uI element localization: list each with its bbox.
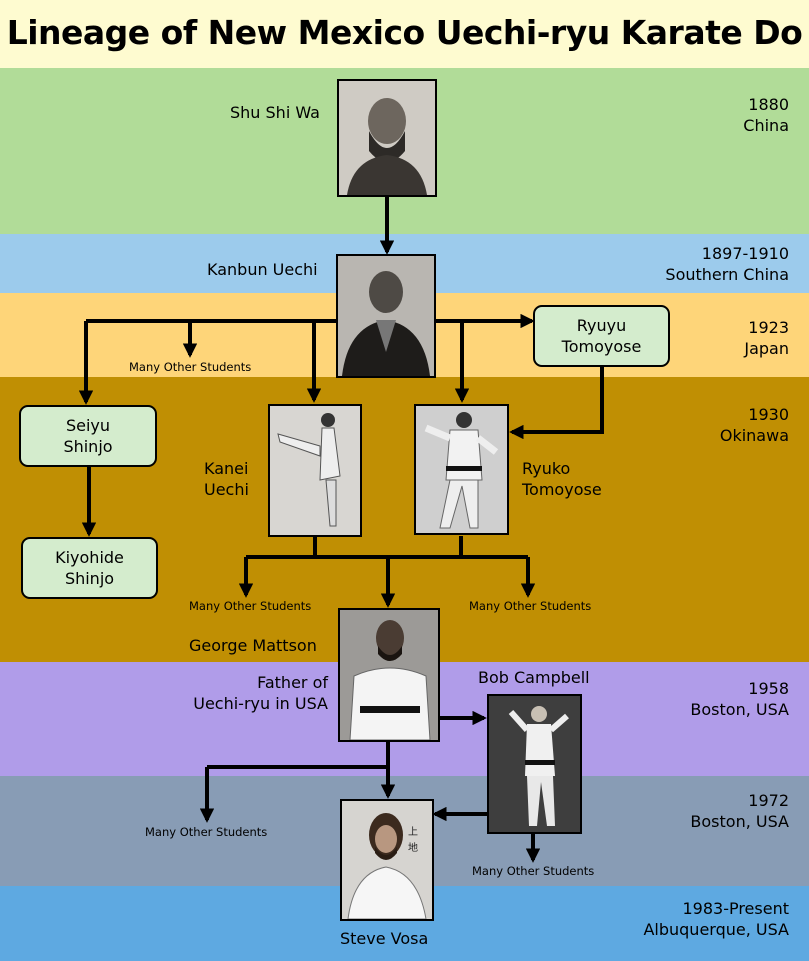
era-southern-china: 1897-1910 Southern China bbox=[665, 244, 789, 284]
portrait-kanei-uechi-photo bbox=[268, 404, 362, 537]
label-kanbun-uechi: Kanbun Uechi bbox=[207, 260, 318, 279]
portrait-bob-campbell-photo bbox=[487, 694, 582, 834]
box-ryuyu-tomoyose: Ryuyu Tomoyose bbox=[533, 305, 670, 367]
era-boston-1958: 1958 Boston, USA bbox=[690, 679, 789, 719]
label-george-mattson-caption: Father of Uechi-ryu in USA bbox=[193, 673, 328, 713]
label-kanei-uechi: Kanei Uechi bbox=[204, 459, 249, 499]
era-boston-1972: 1972 Boston, USA bbox=[690, 791, 789, 831]
label-many-other-students-2: Many Other Students bbox=[189, 599, 312, 613]
portrait-shu-shi-wa-photo bbox=[337, 79, 437, 197]
title-band bbox=[0, 0, 809, 68]
label-many-other-students-5: Many Other Students bbox=[472, 864, 595, 878]
label-many-other-students-1: Many Other Students bbox=[129, 360, 252, 374]
label-many-other-students-3: Many Other Students bbox=[469, 599, 592, 613]
label-many-other-students-4: Many Other Students bbox=[145, 825, 268, 839]
era-japan: 1923 Japan bbox=[744, 318, 789, 358]
portrait-kanbun-uechi-photo bbox=[336, 254, 436, 378]
svg-text:地: 地 bbox=[408, 841, 418, 854]
box-seiyu-shinjo: Seiyu Shinjo bbox=[19, 405, 157, 467]
label-ryuko-tomoyose: Ryuko Tomoyose bbox=[522, 459, 602, 499]
era-albuquerque: 1983-Present Albuquerque, USA bbox=[643, 899, 789, 939]
page-title: Lineage of New Mexico Uechi-ryu Karate D… bbox=[6, 13, 803, 52]
label-george-mattson: George Mattson bbox=[189, 636, 317, 655]
label-bob-campbell: Bob Campbell bbox=[478, 668, 590, 687]
label-shu-shi-wa: Shu Shi Wa bbox=[230, 103, 320, 122]
era-china: 1880 China bbox=[743, 95, 789, 135]
svg-text:上: 上 bbox=[408, 826, 418, 838]
box-kiyohide-shinjo: Kiyohide Shinjo bbox=[21, 537, 158, 599]
label-steve-vosa: Steve Vosa bbox=[340, 929, 429, 948]
portrait-george-mattson-photo bbox=[338, 608, 440, 742]
era-okinawa: 1930 Okinawa bbox=[719, 405, 789, 445]
portrait-ryuko-tomoyose-photo bbox=[414, 404, 509, 535]
arrow-ryuyu-to-ryuko bbox=[509, 367, 604, 440]
portrait-steve-vosa-photo: 上 地 bbox=[340, 799, 434, 921]
